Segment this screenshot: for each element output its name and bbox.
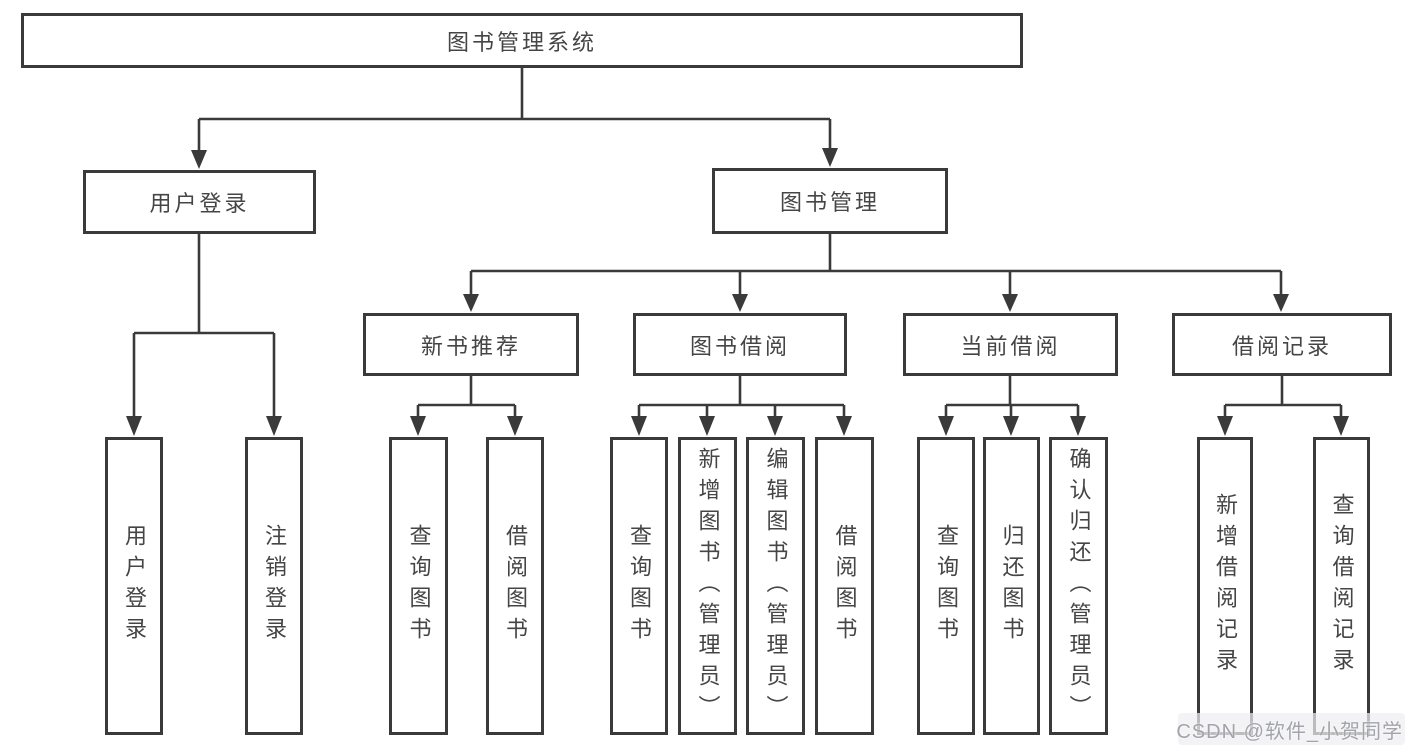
node-new-book-recommend: 新书推荐 — [363, 313, 579, 376]
root-to-level2-connector — [191, 68, 838, 169]
leaf-label: 新增借阅记录 — [1213, 493, 1238, 679]
user-login-leaves-connector — [126, 234, 282, 436]
current-borrow-leaves-connector — [938, 376, 1086, 436]
node-borrow-record: 借阅记录 — [1172, 313, 1392, 376]
node-user-login: 用户登录 — [83, 170, 316, 234]
leaf-label: 确认归还（管理员） — [1066, 446, 1092, 726]
leaf-user-login: 用户登录 — [105, 437, 163, 735]
leaf-label: 查询借阅记录 — [1329, 493, 1355, 679]
book-borrow-leaves-connector — [631, 376, 852, 436]
leaf-label: 注销登录 — [262, 524, 287, 648]
leaf-return-books: 归还图书 — [983, 437, 1040, 735]
leaf-query-books-1: 查询图书 — [389, 437, 448, 735]
node-book-management: 图书管理 — [712, 168, 948, 234]
leaf-query-books-3: 查询图书 — [917, 437, 975, 735]
csdn-watermark: CSDN @软件_小贺同学 — [1176, 713, 1405, 745]
leaf-label: 借阅图书 — [832, 524, 858, 648]
leaf-label: 归还图书 — [999, 524, 1025, 648]
leaf-borrow-books-2: 借阅图书 — [815, 437, 874, 735]
leaf-add-borrow-record: 新增借阅记录 — [1197, 437, 1253, 735]
leaf-label: 查询图书 — [934, 524, 959, 648]
leaf-confirm-return-admin: 确认归还（管理员） — [1049, 437, 1108, 735]
node-current-borrow: 当前借阅 — [903, 313, 1118, 376]
leaf-add-books-admin: 新增图书（管理员） — [678, 437, 737, 735]
borrow-record-leaves-connector — [1217, 376, 1349, 436]
node-book-borrow: 图书借阅 — [633, 313, 847, 376]
leaf-label: 查询图书 — [406, 524, 432, 648]
leaf-label: 新增图书（管理员） — [695, 446, 721, 726]
leaf-label: 借阅图书 — [503, 524, 528, 648]
leaf-label: 查询图书 — [627, 524, 652, 648]
leaf-query-borrow-record: 查询借阅记录 — [1313, 437, 1370, 735]
book-mgmt-to-level3-connector — [463, 233, 1289, 312]
leaf-borrow-books-1: 借阅图书 — [486, 437, 544, 735]
node-library-system: 图书管理系统 — [21, 13, 1023, 68]
leaf-logout: 注销登录 — [245, 437, 303, 735]
leaf-label: 用户登录 — [122, 524, 147, 648]
leaf-query-books-2: 查询图书 — [610, 437, 668, 735]
new-book-leaves-connector — [410, 376, 523, 436]
leaf-label: 编辑图书（管理员） — [763, 446, 789, 726]
leaf-edit-books-admin: 编辑图书（管理员） — [746, 437, 805, 735]
